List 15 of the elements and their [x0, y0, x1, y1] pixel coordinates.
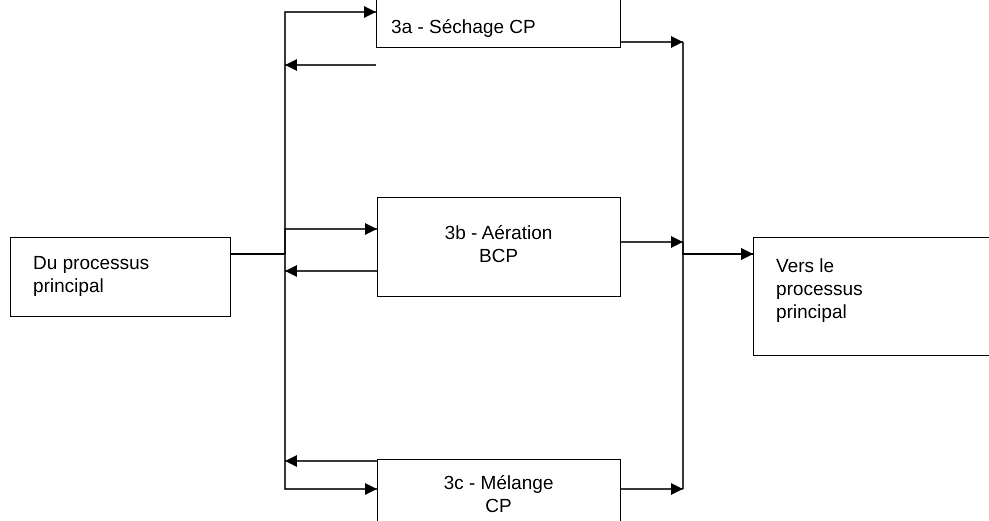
box-label: Du processus principal [33, 252, 150, 298]
arrow [285, 59, 376, 71]
box-label: 3c - Mélange CP [442, 472, 554, 518]
arrow [230, 253, 378, 495]
box-label: Vers le processus principal [776, 255, 864, 324]
process-box [10, 237, 231, 317]
process-box [376, 0, 621, 48]
process-box [377, 459, 621, 521]
process-box [377, 197, 621, 297]
box-label: 3a - Séchage CP [391, 16, 537, 39]
process-box [753, 237, 989, 356]
arrow [285, 265, 377, 277]
arrow [285, 455, 377, 467]
box-label: 3b - Aération BCP [444, 222, 554, 268]
arrow [620, 248, 754, 495]
